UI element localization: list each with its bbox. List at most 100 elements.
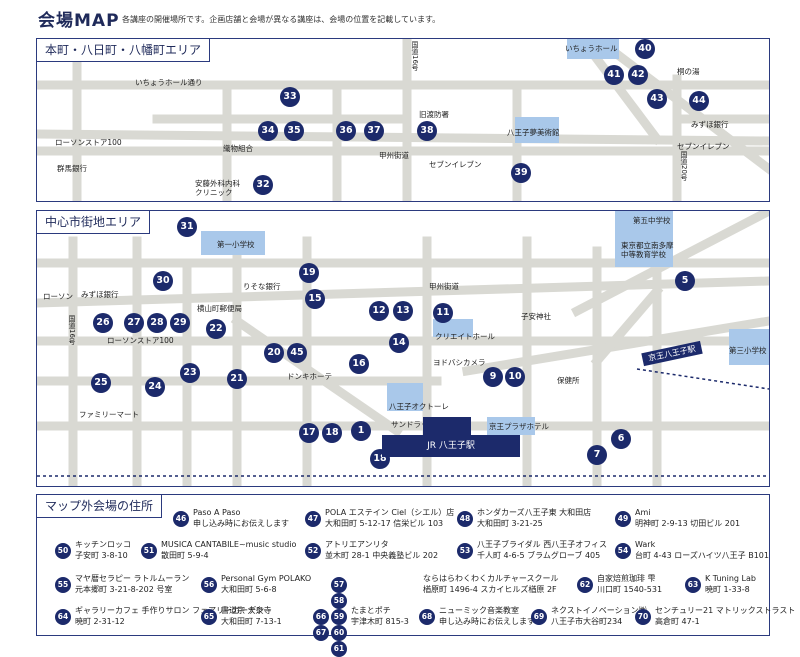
entry-name: たまとポチ xyxy=(351,606,391,615)
entry-address: 楢原町 1496-4 スカイヒルズ楢原 2F xyxy=(423,585,557,594)
label-lawson100: ローソンストア100 xyxy=(107,336,174,345)
venue-pin-30[interactable]: 30 xyxy=(153,271,173,291)
venue-pin-26[interactable]: 26 xyxy=(93,313,113,333)
entry-number: 56 xyxy=(201,577,217,593)
venue-pin-8[interactable]: 9 xyxy=(483,367,503,387)
entry-address: 台町 4-43 ローズハイツ八王子 B101 xyxy=(635,551,769,560)
venue-pin-24[interactable]: 24 xyxy=(145,377,165,397)
entry-number: 50 xyxy=(55,543,71,559)
venue-pin-1[interactable]: 1 xyxy=(351,421,371,441)
entry-address: 並木町 28-1 中央義塾ビル 202 xyxy=(325,551,439,560)
entry-number: 49 xyxy=(615,511,631,527)
venue-pin-13[interactable]: 14 xyxy=(389,333,409,353)
outside-header: マップ外会場の住所 xyxy=(37,495,163,518)
venue-pin-39[interactable]: 39 xyxy=(511,163,531,183)
entry-address: 八王子市大谷町234 xyxy=(551,617,623,626)
entry-address: 高倉町 47-1 xyxy=(655,617,700,626)
venue-pin-9[interactable]: 10 xyxy=(505,367,525,387)
label-oriono: 織物組合 xyxy=(223,144,253,153)
venue-pin-28[interactable]: 28 xyxy=(147,313,167,333)
entry-number: 54 xyxy=(615,543,631,559)
area1-map[interactable]: 本町・八日町・八幡町エリア いちょうホール いちょうホール通り 旧渡防署 八王子… xyxy=(36,38,770,202)
label-ichou-hall: いちょうホール xyxy=(565,44,618,53)
label-octore: 八王子オクトーレ xyxy=(389,402,449,411)
venue-pin-34[interactable]: 34 xyxy=(258,121,278,141)
venue-pin-19[interactable]: 19 xyxy=(299,263,319,283)
entry-address: 明神町 2-9-13 切田ビル 201 xyxy=(635,519,741,528)
venue-pin-35[interactable]: 35 xyxy=(284,121,304,141)
entry-name: アトリエアンリタ xyxy=(325,540,389,549)
entry-number: 63 xyxy=(685,577,701,593)
venue-pin-44[interactable]: 44 xyxy=(689,91,709,111)
entry-number: 46 xyxy=(173,511,189,527)
entry-address: 申し込み時にお伝えします xyxy=(439,617,535,626)
venue-pin-23[interactable]: 23 xyxy=(180,363,200,383)
entry-name: キッチンロッコ xyxy=(75,540,131,549)
entry-address: 元本郷町 3-21-8-202 号室 xyxy=(75,585,173,594)
entry-address: 暁町 1-33-8 xyxy=(705,585,750,594)
entry-name: ならはらわくわくカルチャースクール xyxy=(423,574,559,583)
entry-number: 52 xyxy=(305,543,321,559)
venue-pin-43[interactable]: 43 xyxy=(647,89,667,109)
venue-pin-27[interactable]: 27 xyxy=(124,313,144,333)
venue-pin-5[interactable]: 5 xyxy=(675,271,695,291)
entry-address: 散田町 5-9-4 xyxy=(161,551,209,560)
label-mizuho: みずほ銀行 xyxy=(81,290,119,299)
label-yokoyama: 横山町郵便局 xyxy=(197,304,242,313)
venue-pin-45[interactable]: 45 xyxy=(287,343,307,363)
area2-map[interactable]: 中心市街地エリア 第一小学校 xyxy=(36,210,770,487)
venue-pin-42[interactable]: 42 xyxy=(628,65,648,85)
venue-pin-22[interactable]: 22 xyxy=(206,319,226,339)
entry-address: 千人町 4-6-5 ブラムグローブ 405 xyxy=(477,551,601,560)
label-kokudo: 国道16号 xyxy=(411,41,419,71)
entry-address: 宇津木町 815-3 xyxy=(351,617,409,626)
venue-pin-38[interactable]: 38 xyxy=(417,121,437,141)
entry-number: 65 xyxy=(201,609,217,625)
entry-name: 書道宗 大泉寺 xyxy=(221,606,272,615)
venue-pin-41[interactable]: 41 xyxy=(604,65,624,85)
label-lawson: ローソンストア100 xyxy=(55,138,122,147)
page-subtitle: 各講座の開催場所です。企画店舗と会場が異なる講座は、会場の位置を記載しています。 xyxy=(122,15,441,24)
venue-pin-37[interactable]: 37 xyxy=(364,121,384,141)
entry-name: Paso A Paso xyxy=(193,508,241,517)
venue-pin-33[interactable]: 33 xyxy=(280,87,300,107)
venue-pin-32[interactable]: 32 xyxy=(253,175,273,195)
label-koshu: 甲州街道 xyxy=(429,282,459,291)
entry-address: 大和田町 5-12-17 信栄ビル 103 xyxy=(325,519,444,528)
label-hoken: 保健所 xyxy=(557,376,580,385)
venue-pin-20[interactable]: 20 xyxy=(264,343,284,363)
venue-pin-10[interactable]: 11 xyxy=(433,303,453,323)
entry-name: MUSICA CANTABILE~music studio xyxy=(161,540,297,549)
entry-address: 申し込み時にお伝えします xyxy=(193,519,289,528)
venue-pin-17[interactable]: 18 xyxy=(322,423,342,443)
venue-pin-21[interactable]: 21 xyxy=(227,369,247,389)
entry-name: Personal Gym POLAKO xyxy=(221,574,312,583)
venue-pin-6[interactable]: 6 xyxy=(611,429,631,449)
venue-pin-11[interactable]: 12 xyxy=(369,301,389,321)
entry-number-59: 59 xyxy=(331,609,347,625)
venue-pin-31[interactable]: 31 xyxy=(177,217,197,237)
entry-number: 70 xyxy=(635,609,651,625)
venue-pin-12[interactable]: 13 xyxy=(393,301,413,321)
venue-pin-36[interactable]: 36 xyxy=(336,121,356,141)
venue-pin-14[interactable]: 15 xyxy=(305,289,325,309)
venue-pin-15[interactable]: 16 xyxy=(349,354,369,374)
entry-number-60: 60 xyxy=(331,625,347,641)
entry-name: POLA エステイン Ciel（シエル）店 xyxy=(325,508,455,517)
label-yodobashi: ヨドバシカメラ xyxy=(433,358,486,367)
area2-header: 中心市街地エリア xyxy=(37,211,151,234)
entry-name: ネクストイノベーション㈱ xyxy=(551,606,647,615)
jr-hachioji-station[interactable]: JR 八王子駅 xyxy=(382,435,520,457)
label-donki: ドンキホーテ xyxy=(287,372,332,381)
label-seven1: セブンイレブン xyxy=(429,160,482,169)
venue-pin-40[interactable]: 40 xyxy=(635,39,655,59)
entry-number-61: 61 xyxy=(331,641,347,657)
venue-pin-7[interactable]: 7 xyxy=(587,445,607,465)
venue-pin-25[interactable]: 25 xyxy=(91,373,111,393)
venue-pin-29[interactable]: 29 xyxy=(170,313,190,333)
venue-pin-16[interactable]: 17 xyxy=(299,423,319,443)
label-hinoki: 桐の湯 xyxy=(677,67,700,76)
label-daigo: 第五中学校 xyxy=(633,216,671,225)
entry-name: 自家焙煎珈琲 雫 xyxy=(597,574,656,583)
label-seven2: セブンイレブン xyxy=(677,142,730,151)
